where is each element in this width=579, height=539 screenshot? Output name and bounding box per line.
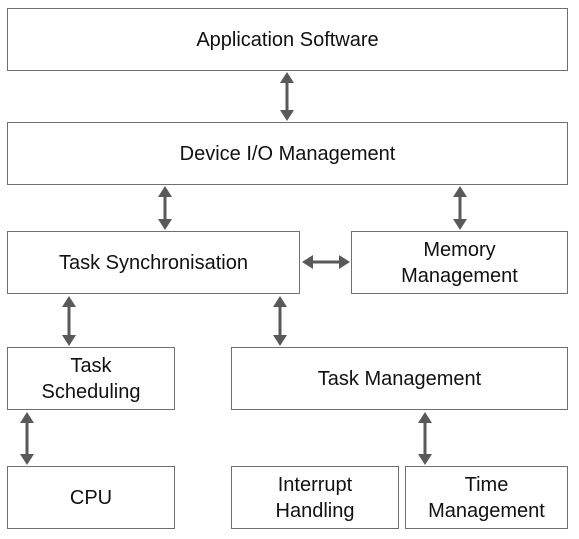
cpu-box: CPU <box>7 466 175 529</box>
arrow-device-memory <box>453 186 467 230</box>
arrow-scheduling-cpu <box>20 412 34 465</box>
cpu-label: CPU <box>69 486 113 509</box>
arrow-tasksync-taskmanagement <box>273 296 287 346</box>
task-synchronisation-box: Task Synchronisation <box>7 231 300 294</box>
arrow-app-device <box>280 72 294 121</box>
interrupt-handling-label: Interrupt Handling <box>275 473 355 522</box>
arrow-tasksync-scheduling <box>62 296 76 346</box>
application-software-box: Application Software <box>7 8 568 71</box>
arrow-taskmanagement-time <box>418 412 432 465</box>
task-scheduling-label: Task Scheduling <box>41 354 141 403</box>
device-io-management-box: Device I/O Management <box>7 122 568 185</box>
device-io-management-label: Device I/O Management <box>179 142 396 165</box>
memory-management-label: Memory Management <box>401 238 518 287</box>
interrupt-handling-box: Interrupt Handling <box>231 466 399 529</box>
task-management-label: Task Management <box>317 367 482 390</box>
task-management-box: Task Management <box>231 347 568 410</box>
time-management-label: Time Management <box>428 473 545 522</box>
task-synchronisation-label: Task Synchronisation <box>59 251 248 274</box>
arrow-device-tasksync <box>158 186 172 230</box>
time-management-box: Time Management <box>405 466 568 529</box>
memory-management-box: Memory Management <box>351 231 568 294</box>
arrow-tasksync-memory <box>302 255 350 269</box>
task-scheduling-box: Task Scheduling <box>7 347 175 410</box>
application-software-label: Application Software <box>196 28 379 51</box>
